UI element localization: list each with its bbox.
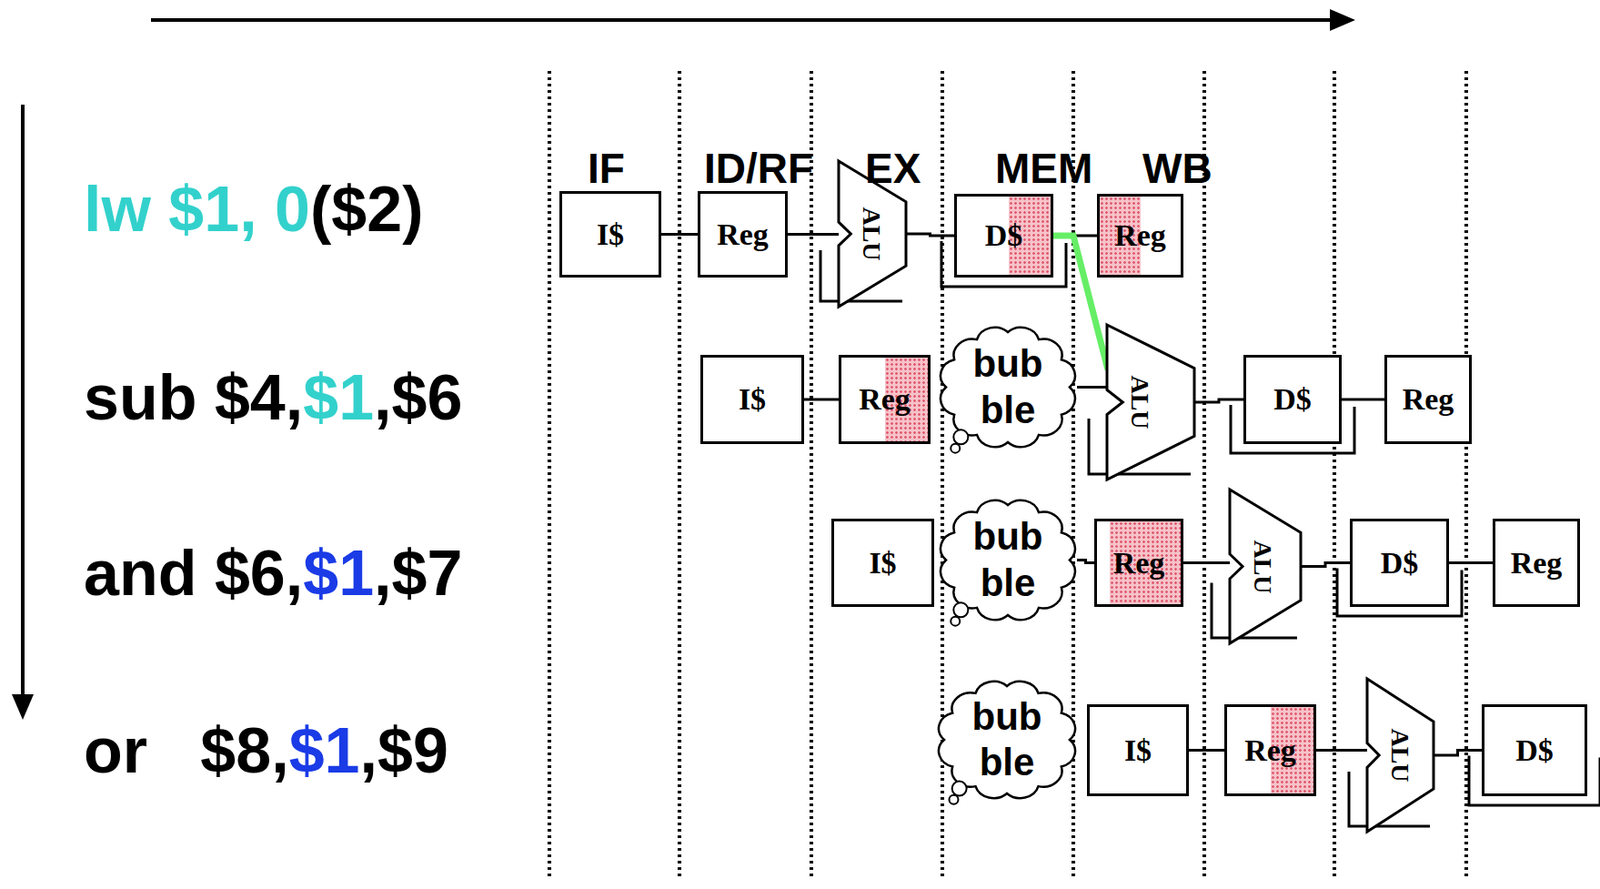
bubble-cloud: bub ble [936,678,1077,801]
order-arrow [11,104,34,720]
pipeline-wire [1194,399,1244,403]
cloud-puff [952,781,967,796]
instruction-text: ,$6 [373,362,463,433]
cloud-puff [953,602,968,617]
pipeline-wire [1188,748,1225,752]
cloud-puff [948,794,958,805]
pipeline-wire [1341,398,1385,402]
alu-label: ALU [1125,374,1155,429]
pipeline-wire [1433,750,1482,756]
instruction-line: or $8,$1,$9 [83,712,449,789]
box-label: D$ [1380,545,1419,581]
stage-name: IF [587,147,625,190]
stage-box: I$ [1086,704,1189,796]
stage-box: I$ [831,518,935,607]
box-label: Reg [1402,382,1455,417]
box-label: Reg [716,217,769,252]
box-label: Reg [1510,545,1563,581]
instruction-text: or $8, [83,714,290,786]
cloud-shape [940,500,1076,620]
box-label: Reg [1113,545,1166,581]
instruction-text: $1 [302,362,374,433]
alu-symbol: ALU [1106,324,1195,480]
cloud-puff [950,616,960,626]
pipeline-wire [787,232,839,236]
instruction-text: ,$9 [360,714,449,786]
box-label: Reg [858,382,911,417]
box-label: I$ [1124,733,1152,768]
stage-box: Reg [1224,704,1317,796]
alu-label: ALU [856,206,886,261]
stage-box: D$ [954,193,1054,278]
stage-box: Reg [1384,354,1472,444]
instruction-text: $1 [302,537,374,609]
pipeline-wire [1076,560,1095,564]
instruction-line: sub $4,$1,$6 [83,359,463,436]
box-label: D$ [985,218,1024,253]
instruction-text: ($2) [310,173,423,245]
box-label: I$ [868,545,896,581]
stage-name: WB [1142,147,1213,190]
stage-box: Reg [1492,518,1580,607]
cloud-shape [938,681,1076,798]
stage-box: D$ [1481,704,1588,796]
instruction-text: sub $4, [83,362,303,433]
pipeline-wire [1183,561,1230,564]
box-label: D$ [1273,382,1312,417]
stage-box: I$ [700,354,805,444]
alu-shape [1367,678,1434,832]
stage-box: I$ [559,191,662,278]
bubble-label: bub ble [962,341,1054,433]
pipeline-wire [905,233,955,236]
box-label: D$ [1515,733,1554,768]
time-arrow [150,9,1356,31]
instruction-line: lw $1, 0($2) [83,171,424,248]
stage-box: D$ [1243,354,1342,444]
box-label: I$ [738,382,766,417]
cloud-shape [940,327,1076,447]
pipeline-wire [1316,748,1368,752]
alu-label: ALU [1247,539,1278,594]
instruction-text: and $6, [83,537,303,609]
stage-name: ID/RF [704,147,814,190]
pipeline-wire [1076,385,1107,389]
bubble-label: bub ble [961,694,1053,786]
bubble-label: bub ble [962,513,1054,606]
alu-symbol: ALU [1229,489,1301,644]
box-label: I$ [596,217,624,252]
stage-divider [549,70,1467,878]
box-label: Reg [1244,733,1297,768]
bubble-cloud: bub ble [938,324,1077,450]
alu-shape [1106,324,1195,480]
box-label: Reg [1114,218,1167,253]
pipeline-wire [804,398,839,402]
alu-label: ALU [1385,727,1415,782]
stage-box: Reg [838,354,931,444]
stage-box: Reg [1096,193,1184,278]
pipeline-wire [661,232,698,236]
instruction-text: ,$7 [373,537,463,609]
stage-box: Reg [1094,518,1184,607]
bubble-cloud: bub ble [938,497,1077,623]
instruction-line: and $6,$1,$7 [83,534,463,612]
alu-symbol: ALU [1367,678,1434,832]
pipeline-wire [1300,563,1350,567]
alu-shape [1229,489,1301,644]
stage-box: Reg [697,191,788,278]
instruction-text: $1 [289,714,361,786]
cloud-puff [950,443,960,453]
instruction-text: lw $1, 0 [83,173,311,245]
stage-name: EX [865,147,921,190]
stage-name: MEM [995,147,1093,190]
pipeline-wire [1449,561,1493,564]
stage-box: D$ [1349,518,1450,607]
cloud-puff [953,429,968,444]
